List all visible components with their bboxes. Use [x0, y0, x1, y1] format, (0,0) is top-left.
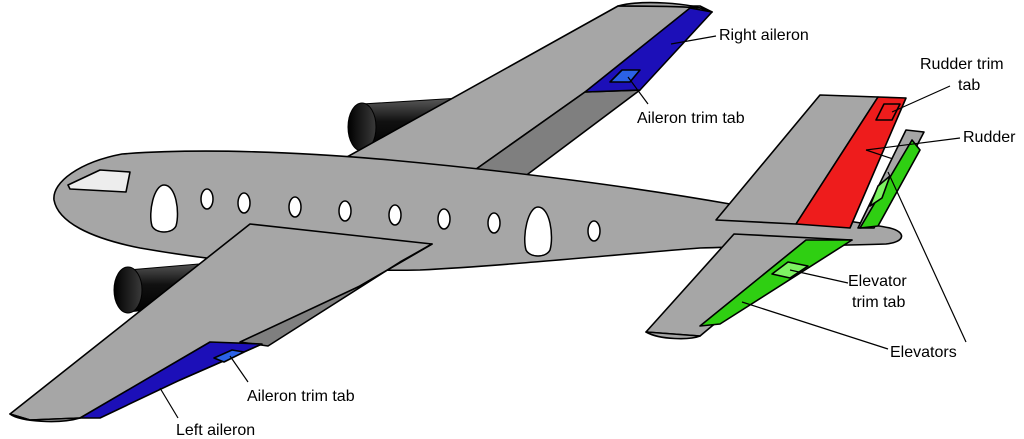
- label-elevator-trim-tab-line2: trim tab: [852, 294, 905, 311]
- left-horizontal-stabilizer: [645, 233, 853, 340]
- cabin-window: [437, 208, 451, 230]
- leader-rudder-trim-tab: [891, 85, 951, 113]
- right-elevator-surface: [859, 139, 921, 229]
- cabin-window: [338, 200, 352, 222]
- leader-left-aileron: [159, 387, 179, 419]
- vertical-tail: [715, 94, 907, 229]
- leader-aileron-trim-tab-bottom: [229, 355, 249, 383]
- leader-elevator-trim-tab: [789, 269, 849, 284]
- cabin-window: [237, 192, 251, 214]
- labels: Right aileron Aileron trim tab Rudder tr…: [176, 27, 1016, 439]
- left-wingtip: [9, 413, 81, 423]
- leader-elevators-right: [887, 171, 967, 343]
- label-rudder-trim-tab-line2: tab: [958, 77, 980, 94]
- left-stabilizer-tip: [645, 331, 701, 340]
- left-wing: [9, 223, 433, 423]
- rudder-surface: [795, 96, 907, 229]
- label-left-aileron: Left aileron: [176, 422, 255, 439]
- rudder-trim-tab-surface: [875, 103, 901, 121]
- rudder-hinge-line: [865, 149, 897, 161]
- right-aileron-trim-tab-surface: [609, 69, 641, 83]
- leader-right-aileron: [670, 35, 717, 45]
- cabin-windows: [150, 184, 601, 257]
- cabin-window: [587, 220, 601, 242]
- label-aileron-trim-tab-bottom: Aileron trim tab: [247, 388, 355, 405]
- right-wingtip: [617, 1, 713, 13]
- right-aileron-surface: [584, 7, 713, 93]
- label-aileron-trim-tab-top: Aileron trim tab: [637, 110, 745, 127]
- label-right-aileron: Right aileron: [719, 27, 809, 44]
- cabin-door-rear: [524, 206, 553, 257]
- cabin-window: [200, 188, 214, 210]
- right-elevator-trim-tab-surface: [869, 175, 891, 207]
- cabin-window: [288, 196, 302, 218]
- leader-aileron-trim-tab-top: [627, 76, 649, 105]
- leader-lines: [159, 35, 967, 419]
- cabin-window: [388, 204, 402, 226]
- cabin-window: [487, 212, 501, 234]
- left-elevator-surface: [699, 239, 853, 327]
- label-rudder-trim-tab-line1: Rudder trim: [920, 56, 1004, 73]
- cabin-door-front: [150, 184, 179, 233]
- leader-rudder: [865, 137, 961, 151]
- left-wing-surface: [9, 223, 433, 421]
- left-aileron-surface: [79, 341, 263, 419]
- label-elevator-trim-tab-line1: Elevator: [848, 273, 907, 290]
- right-wing: [337, 1, 713, 211]
- label-rudder: Rudder: [963, 129, 1016, 146]
- leader-elevators-left: [741, 301, 889, 350]
- cockpit-window: [67, 169, 131, 193]
- left-aileron-trim-tab-surface: [213, 349, 245, 363]
- label-elevators: Elevators: [890, 344, 957, 361]
